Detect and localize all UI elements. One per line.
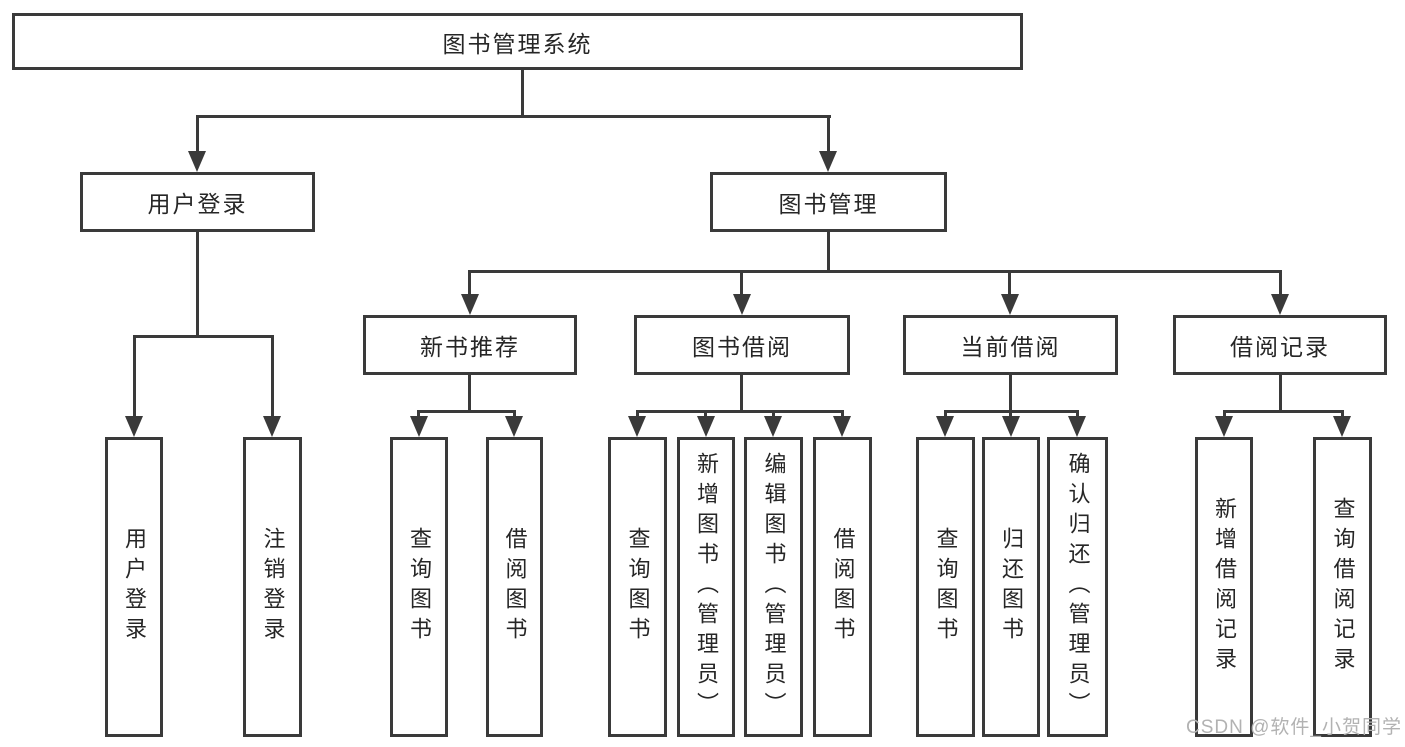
arrowhead-down-icon — [628, 416, 646, 437]
arrowhead-down-icon — [936, 416, 954, 437]
leaf-bb-add-books-admin-label: 新增图书（管理员） — [694, 452, 719, 722]
leaf-cb-confirm-return-admin: 确认归还（管理员） — [1047, 437, 1108, 737]
arrowhead-down-icon — [764, 416, 782, 437]
watermark: CSDN @软件_小贺同学 — [1186, 717, 1402, 738]
leaf-cb-return-books-label: 归还图书 — [999, 527, 1024, 647]
leaf-bb-borrow-books: 借阅图书 — [813, 437, 872, 737]
leaf-bb-edit-books-admin: 编辑图书（管理员） — [744, 437, 803, 737]
connector-line — [417, 410, 516, 413]
node-new-book-recommend: 新书推荐 — [363, 315, 577, 375]
node-borrow-records: 借阅记录 — [1173, 315, 1387, 375]
arrowhead-down-icon — [1068, 416, 1086, 437]
connector-line — [133, 335, 274, 338]
connector-line — [841, 410, 844, 418]
arrowhead-down-icon — [1002, 416, 1020, 437]
leaf-br-add-record: 新增借阅记录 — [1195, 437, 1253, 737]
arrowhead-down-icon — [733, 294, 751, 315]
connector-line — [196, 115, 199, 153]
connector-line — [271, 335, 274, 418]
leaf-cb-query-books-label: 查询图书 — [933, 527, 959, 647]
connector-line — [1341, 410, 1344, 418]
leaf-logout: 注销登录 — [243, 437, 302, 737]
node-current-borrow-label: 当前借阅 — [960, 334, 1061, 360]
connector-line — [740, 375, 743, 413]
connector-line — [772, 410, 775, 418]
connector-line — [636, 410, 639, 418]
connector-line — [133, 335, 136, 418]
connector-line — [1076, 410, 1079, 418]
arrowhead-down-icon — [697, 416, 715, 437]
connector-line — [196, 232, 199, 338]
arrowhead-down-icon — [1215, 416, 1233, 437]
leaf-logout-label: 注销登录 — [260, 527, 286, 647]
arrowhead-down-icon — [833, 416, 851, 437]
connector-line — [944, 410, 947, 418]
arrowhead-down-icon — [1001, 294, 1019, 315]
leaf-bb-edit-books-admin-label: 编辑图书（管理员） — [761, 452, 787, 722]
connector-line — [827, 115, 830, 153]
arrowhead-down-icon — [1333, 416, 1351, 437]
leaf-br-add-record-label: 新增借阅记录 — [1212, 497, 1237, 677]
connector-line — [468, 270, 1282, 273]
node-root: 图书管理系统 — [12, 13, 1023, 70]
connector-line — [468, 270, 471, 296]
node-borrow-records-label: 借阅记录 — [1230, 334, 1330, 360]
connector-line — [740, 270, 743, 296]
connector-line — [636, 410, 844, 413]
connector-line — [468, 375, 471, 413]
node-book-borrow-label: 图书借阅 — [692, 334, 792, 360]
connector-line — [1009, 375, 1012, 413]
leaf-bb-borrow-books-label: 借阅图书 — [830, 527, 856, 647]
arrowhead-down-icon — [410, 416, 428, 437]
leaf-br-query-record: 查询借阅记录 — [1313, 437, 1372, 737]
node-current-borrow: 当前借阅 — [903, 315, 1118, 375]
arrowhead-down-icon — [263, 416, 281, 437]
connector-line — [1009, 410, 1012, 418]
connector-line — [1223, 410, 1344, 413]
node-root-label: 图书管理系统 — [442, 30, 593, 57]
leaf-rec-borrow-books: 借阅图书 — [486, 437, 543, 737]
leaf-rec-borrow-books-label: 借阅图书 — [502, 527, 528, 647]
leaf-bb-query-books-label: 查询图书 — [625, 527, 651, 647]
arrowhead-down-icon — [461, 294, 479, 315]
connector-line — [1279, 375, 1282, 413]
leaf-user-login: 用户登录 — [105, 437, 163, 737]
connector-line — [417, 410, 420, 418]
node-book-management: 图书管理 — [710, 172, 947, 232]
connector-line — [1008, 270, 1011, 296]
connector-line — [827, 232, 830, 273]
connector-line — [1279, 270, 1282, 296]
connector-line — [1223, 410, 1226, 418]
node-book-management-label: 图书管理 — [778, 191, 879, 217]
arrowhead-down-icon — [505, 416, 523, 437]
arrowhead-down-icon — [125, 416, 143, 437]
connector-line — [704, 410, 707, 418]
leaf-rec-query-books-label: 查询图书 — [407, 527, 432, 647]
leaf-cb-return-books: 归还图书 — [982, 437, 1040, 737]
arrowhead-down-icon — [188, 151, 206, 172]
node-user-login: 用户登录 — [80, 172, 315, 232]
node-new-book-recommend-label: 新书推荐 — [420, 334, 520, 360]
leaf-rec-query-books: 查询图书 — [390, 437, 448, 737]
arrowhead-down-icon — [1271, 294, 1289, 315]
node-book-borrow: 图书借阅 — [634, 315, 850, 375]
leaf-cb-query-books: 查询图书 — [916, 437, 975, 737]
leaf-br-query-record-label: 查询借阅记录 — [1330, 497, 1356, 677]
arrowhead-down-icon — [819, 151, 837, 172]
leaf-bb-add-books-admin: 新增图书（管理员） — [677, 437, 735, 737]
connector-line — [196, 115, 831, 118]
leaf-cb-confirm-return-admin-label: 确认归还（管理员） — [1065, 452, 1091, 722]
leaf-bb-query-books: 查询图书 — [608, 437, 667, 737]
node-user-login-label: 用户登录 — [147, 191, 248, 217]
connector-line — [513, 410, 516, 418]
connector-line — [521, 70, 524, 118]
leaf-user-login-label: 用户登录 — [122, 527, 147, 647]
